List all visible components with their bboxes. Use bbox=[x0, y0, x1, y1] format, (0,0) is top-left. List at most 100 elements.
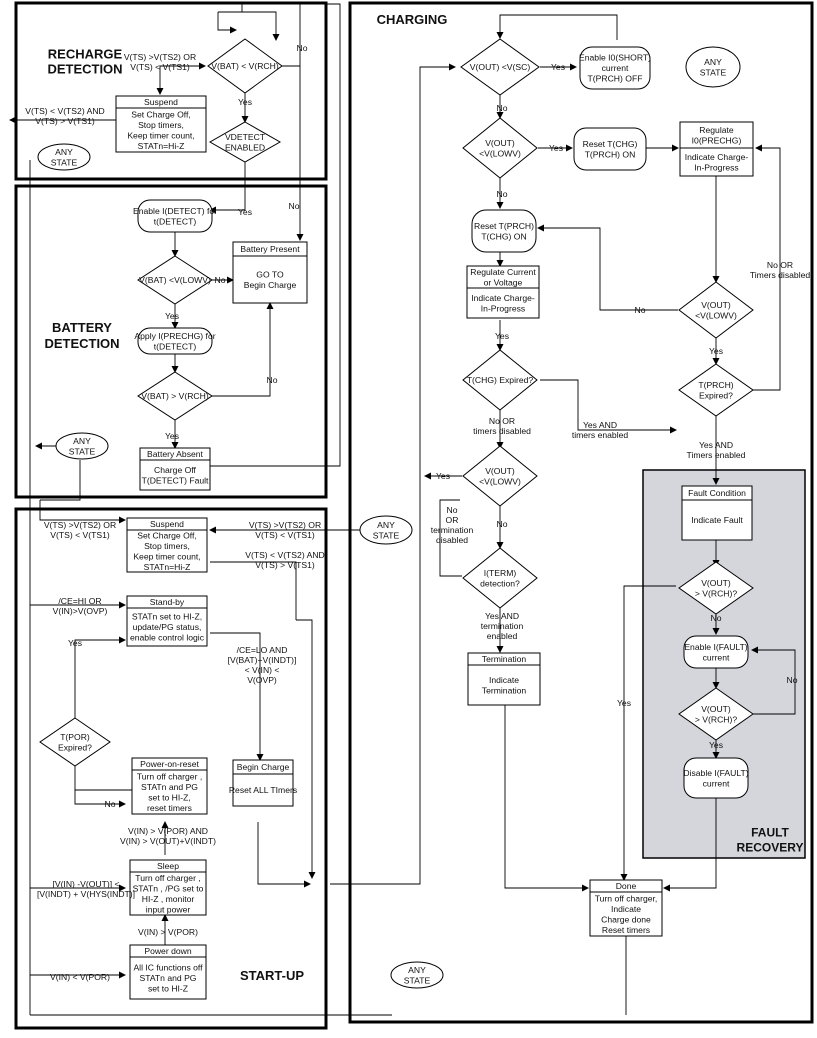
bd-absent-title: Battery Absent bbox=[147, 449, 204, 459]
yes-rd-label: Yes bbox=[238, 97, 252, 107]
fr-d-rch2-shape bbox=[678, 687, 754, 741]
ch-regcv-body: Indicate Charge-In-Progress bbox=[471, 293, 535, 314]
ch-no-lowv3-label: No bbox=[497, 519, 508, 529]
fr-yes1-label: Yes bbox=[617, 698, 631, 708]
rd-suspend-body: Set Charge Off,Stop timers,Keep timer co… bbox=[127, 109, 194, 151]
bd-d2-shape bbox=[137, 371, 213, 421]
ch-d-sc-text: V(OUT) <V(SC) bbox=[470, 62, 531, 72]
any-state-ch-shape bbox=[685, 46, 741, 88]
charging-region bbox=[348, 1, 814, 1024]
fr-yes2-label: Yes bbox=[709, 740, 723, 750]
su-begin-body: Reset ALL TImers bbox=[229, 785, 297, 795]
bd-apply-shape bbox=[137, 327, 213, 355]
fr-d-rch-text: V(OUT)> V(RCH)? bbox=[695, 578, 737, 599]
ch-regcv-shape bbox=[466, 265, 540, 319]
su-standby-shape bbox=[126, 595, 208, 647]
ch-d-tchg-text: T(CHG) Expired? bbox=[467, 375, 534, 385]
su-begin-shape bbox=[232, 759, 294, 807]
yes-bd2-label: Yes bbox=[165, 431, 179, 441]
su-tpor-shape bbox=[39, 717, 111, 767]
ch-yes-lowv2-label: Yes bbox=[709, 346, 723, 356]
fr-disable-shape bbox=[683, 757, 749, 799]
yes-bd1-label: Yes bbox=[165, 311, 179, 321]
bd-enable-shape bbox=[137, 199, 213, 233]
ch-d-sc-shape bbox=[460, 38, 540, 96]
ch-d-tprch-shape bbox=[678, 363, 754, 417]
su-vin-lt-por-label: V(IN) < V(POR) bbox=[50, 972, 110, 982]
fr-d-rch-shape bbox=[678, 561, 754, 615]
ch-reset-tchg-text: Reset T(CHG)T(PRCH) ON bbox=[583, 139, 638, 160]
ch-d-iterm-decision: I(TERM)detection? bbox=[462, 547, 538, 609]
ch-d-tprch-text: T(PRCH)Expired? bbox=[698, 380, 733, 401]
yes-bd-vdetect-label: Yes bbox=[238, 207, 252, 217]
ch-no-sc-label: No bbox=[497, 103, 508, 113]
charging-title: CHARGING bbox=[377, 12, 448, 27]
ch-d-lowv-shape bbox=[462, 117, 538, 179]
su-sleep-shape bbox=[129, 859, 207, 916]
su-suspend-body: Set Charge Off,Stop timers,Keep timer co… bbox=[133, 530, 200, 572]
no-bd-vdetect-label: No bbox=[289, 201, 300, 211]
su-suspend-shape bbox=[126, 517, 208, 573]
ch-yes-sc-label: Yes bbox=[551, 62, 565, 72]
recharge-detection-region bbox=[14, 1, 328, 181]
bd-d2-decision: V(BAT) > V(RCH) bbox=[137, 371, 213, 421]
ch-d-lowv2-decision: V(OUT)<V(LOWV) bbox=[678, 281, 754, 339]
su-sleep-cond-label: [V(IN) -V(OUT)] <[V(INDT) + V(HYS(INDT)] bbox=[37, 879, 135, 899]
ch-d-lowv-text: V(OUT)<V(LOWV) bbox=[479, 138, 521, 159]
su-sleep-title: Sleep bbox=[157, 861, 179, 871]
start-up-title: START-UP bbox=[240, 968, 304, 983]
ch-reset-tprch-box: Reset T(PRCH)T(CHG) ON bbox=[471, 209, 537, 253]
su-tpor-text: T(POR)Expired? bbox=[58, 732, 92, 753]
su-por-title: Power-on-reset bbox=[140, 759, 199, 769]
ch-d-sc-decision: V(OUT) <V(SC) bbox=[460, 38, 540, 96]
start-up-region bbox=[14, 507, 328, 1030]
any-state-bottom-shape bbox=[390, 961, 444, 989]
bd-d2-text: V(BAT) > V(RCH) bbox=[141, 391, 209, 401]
bd-present-shape bbox=[232, 241, 308, 304]
done-shape bbox=[589, 879, 663, 937]
ch-d-lowv3-shape bbox=[462, 445, 538, 507]
fr-d-rch2-decision: V(OUT)> V(RCH)? bbox=[678, 687, 754, 741]
su-suspend-title: Suspend bbox=[150, 519, 184, 529]
bd-d1-shape bbox=[137, 255, 213, 305]
ch-d-iterm-shape bbox=[462, 547, 538, 609]
fr-fault-shape bbox=[681, 485, 753, 541]
bd-absent-shape bbox=[139, 447, 211, 491]
su-vin-por-label: V(IN) > V(POR) bbox=[138, 927, 198, 937]
ch-d-tchg-shape bbox=[462, 349, 538, 411]
ch-d-lowv2-shape bbox=[678, 281, 754, 339]
bd-d1-decision: V(BAT) <V(LOWV) bbox=[137, 255, 213, 305]
ch-d-lowv2-text: V(OUT)<V(LOWV) bbox=[695, 300, 737, 321]
